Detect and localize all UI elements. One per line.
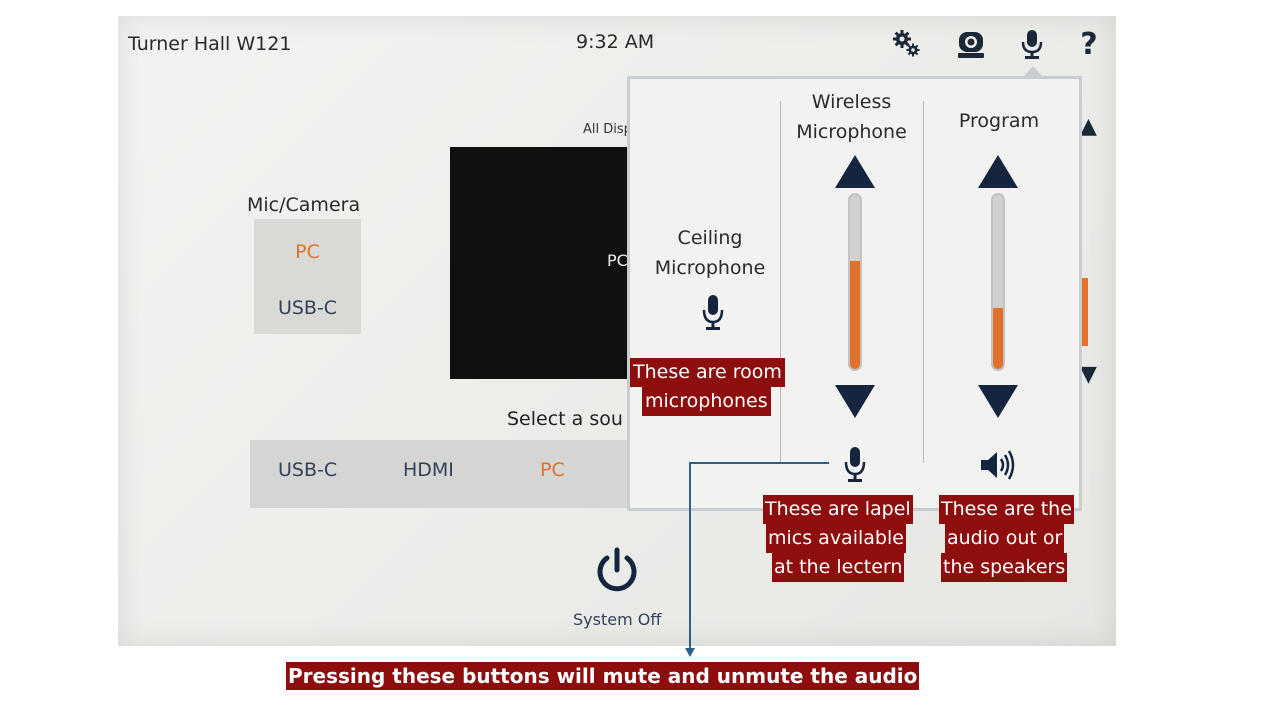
room-mics-callout-2: microphones: [642, 387, 771, 416]
speakers-callout-line1: These are the: [941, 498, 1072, 520]
speakers-callout-3: the speakers: [941, 553, 1068, 582]
program-level-fill: [993, 308, 1003, 369]
speakers-callout-2: audio out or: [945, 524, 1065, 553]
source-hdmi[interactable]: HDMI: [403, 459, 454, 481]
program-title: Program: [958, 110, 1040, 132]
column-divider: [923, 101, 924, 463]
wireless-volume-up-button[interactable]: [835, 155, 875, 188]
mic-camera-option-pc[interactable]: PC: [295, 241, 320, 263]
system-off-label: System Off: [573, 610, 662, 629]
gears-icon[interactable]: [889, 26, 925, 62]
mic-camera-panel: PC USB-C: [254, 219, 361, 334]
wireless-mic-title-line2: Microphone: [796, 121, 907, 143]
lapel-mics-callout-line3: at the lectern: [774, 556, 903, 578]
audio-popup: Ceiling Microphone Wireless Microphone P…: [627, 76, 1082, 511]
preview-source-text: PC: [607, 251, 628, 270]
help-icon[interactable]: ?: [1080, 26, 1098, 62]
speakers-callout: These are the: [939, 495, 1074, 524]
pointer-line-horizontal: [689, 462, 829, 464]
speaker-icon: [981, 450, 1015, 480]
speakers-callout-line3: the speakers: [943, 556, 1066, 578]
popup-pointer: [1024, 66, 1042, 76]
room-mics-callout-line1: These are room: [633, 361, 782, 383]
wireless-volume-down-button[interactable]: [835, 385, 875, 418]
ceiling-mic-title: Ceiling Microphone: [630, 223, 790, 283]
all-displays-label: All Disp: [583, 122, 632, 137]
room-mics-callout-line2: microphones: [645, 390, 768, 412]
hidden-level-bar: [1082, 278, 1088, 346]
lapel-mics-callout: These are lapel: [763, 495, 913, 524]
power-icon[interactable]: [592, 546, 642, 596]
wireless-mic-mute-button[interactable]: [835, 445, 875, 485]
hidden-down-arrow: ▼: [1080, 362, 1097, 387]
program-mute-button[interactable]: [978, 445, 1018, 485]
lapel-mics-callout-line2: mics available: [768, 527, 904, 549]
source-pc[interactable]: PC: [540, 459, 565, 481]
ceiling-mic-title-line1: Ceiling: [677, 227, 743, 249]
wireless-level-fill: [850, 261, 860, 369]
lapel-mics-callout-line1: These are lapel: [765, 498, 911, 520]
pointer-line-vertical: [689, 462, 691, 650]
room-mics-callout: These are room: [630, 358, 785, 387]
program-level-track[interactable]: [991, 193, 1005, 371]
pointer-arrowhead: [685, 648, 695, 657]
program-volume-up-button[interactable]: [978, 155, 1018, 188]
microphone-icon[interactable]: [1014, 26, 1050, 62]
display-preview: PC: [450, 147, 650, 379]
mute-note-callout: Pressing these buttons will mute and unm…: [286, 662, 920, 690]
select-source-label: Select a sou: [507, 408, 623, 430]
lapel-mics-callout-3: at the lectern: [772, 553, 905, 582]
source-usb-c[interactable]: USB-C: [278, 459, 338, 481]
room-name: Turner Hall W121: [128, 33, 292, 55]
column-divider: [780, 101, 781, 463]
microphone-icon: [844, 447, 866, 482]
ceiling-mic-mute-button[interactable]: [693, 293, 733, 333]
wireless-level-track[interactable]: [848, 193, 862, 371]
clock: 9:32 AM: [576, 31, 655, 53]
microphone-icon: [702, 295, 724, 330]
mic-camera-option-usb-c[interactable]: USB-C: [277, 297, 338, 319]
ceiling-mic-title-line2: Microphone: [654, 257, 766, 279]
wireless-mic-title: Wireless Microphone: [780, 87, 923, 147]
wireless-mic-title-line1: Wireless: [811, 91, 892, 113]
program-volume-down-button[interactable]: [978, 385, 1018, 418]
lapel-mics-callout-2: mics available: [766, 524, 906, 553]
hidden-up-arrow: ▲: [1080, 114, 1097, 139]
mic-camera-label: Mic/Camera: [247, 194, 361, 216]
speakers-callout-line2: audio out or: [947, 527, 1063, 549]
camera-icon[interactable]: [953, 26, 989, 62]
